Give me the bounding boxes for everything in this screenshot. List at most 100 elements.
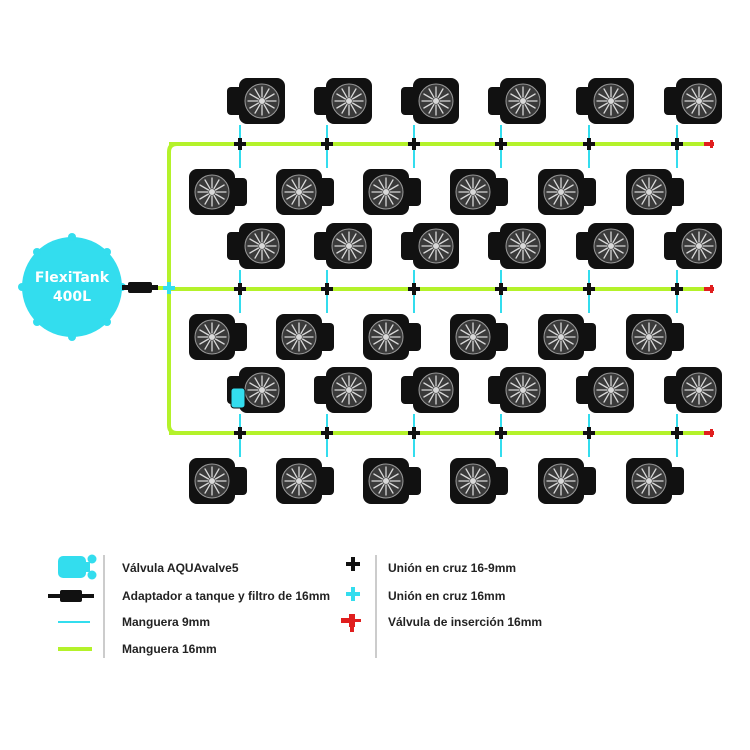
pot-hub (558, 334, 564, 340)
pot-vent (525, 93, 536, 100)
pot-hub (608, 98, 614, 104)
pot-vent (515, 103, 522, 114)
pot-vent (301, 184, 312, 191)
legend: Válvula AQUAvalve5 Adaptador a tanque y … (48, 554, 542, 658)
pot-vent (286, 482, 297, 489)
pot (664, 367, 722, 413)
pot-vent (474, 194, 481, 205)
pot (538, 169, 596, 215)
pot-vent (636, 193, 647, 200)
pot-vent (465, 339, 472, 350)
pot-vent (701, 247, 712, 254)
pot-vent (553, 468, 560, 479)
pot-vent (603, 233, 610, 244)
pot-vent (525, 102, 536, 109)
tank-adapter-filter-icon (48, 590, 94, 602)
pot-vent (213, 339, 220, 350)
pot-vent (378, 339, 385, 350)
pot (626, 458, 684, 504)
pot-vent (301, 473, 312, 480)
pot-vent (286, 473, 297, 480)
pot-vent (700, 377, 707, 388)
pots-layer (189, 78, 722, 504)
pot (401, 367, 459, 413)
cross-union-16-9 (499, 427, 503, 439)
pot-vent (204, 339, 211, 350)
pot-vent (515, 88, 522, 99)
pot-vent (641, 483, 648, 494)
pot-vent (437, 88, 444, 99)
pot-hub (433, 98, 439, 104)
pot-vent (351, 102, 362, 109)
pot-vent (264, 238, 275, 245)
pot-hub (259, 243, 265, 249)
pot-vent (199, 193, 210, 200)
pot-vent (465, 324, 472, 335)
pot-vent (598, 238, 609, 245)
pot-vent (460, 329, 471, 336)
pot-vent (474, 468, 481, 479)
pot-hub (470, 189, 476, 195)
pot-vent (213, 179, 220, 190)
pot-vent (351, 391, 362, 398)
pot-vent (563, 338, 574, 345)
cross-union-16-9 (325, 427, 329, 439)
pot-vent (510, 102, 521, 109)
pot-vent (254, 88, 261, 99)
pot-vent (214, 473, 225, 480)
tank-lug-2 (68, 333, 76, 341)
pot-vent (700, 88, 707, 99)
pot-vent (691, 88, 698, 99)
pot-hub (296, 334, 302, 340)
pot-vent (474, 179, 481, 190)
pot-vent (438, 382, 449, 389)
pot-vent (264, 102, 275, 109)
pot-vent (428, 248, 435, 259)
pot-hub (209, 478, 215, 484)
pot-vent (213, 324, 220, 335)
pot-vent (603, 377, 610, 388)
pot-vent (291, 324, 298, 335)
pot-vent (650, 324, 657, 335)
pot-vent (264, 247, 275, 254)
pot-vent (378, 324, 385, 335)
pot-vent (387, 324, 394, 335)
pot-vent (460, 338, 471, 345)
pot-vent (341, 377, 348, 388)
pot-hub (646, 478, 652, 484)
pot-vent (651, 338, 662, 345)
pot-vent (691, 377, 698, 388)
pot-vent (562, 194, 569, 205)
pot (576, 223, 634, 269)
pot-vent (636, 184, 647, 191)
pot-vent (525, 391, 536, 398)
pot-vent (700, 103, 707, 114)
pot (276, 314, 334, 360)
pot-vent (641, 179, 648, 190)
pot-vent (263, 392, 270, 403)
pot-vent (475, 338, 486, 345)
pot-vent (336, 93, 347, 100)
cross-union-16-9 (675, 427, 679, 439)
legend-label-aquavalve: Válvula AQUAvalve5 (122, 561, 239, 575)
cross-union-16-9 (675, 283, 679, 295)
pot-vent (563, 329, 574, 336)
insertion-valve (704, 431, 714, 435)
pot-vent (465, 483, 472, 494)
pot-hub (696, 387, 702, 393)
pot-vent (510, 247, 521, 254)
pot-vent (388, 193, 399, 200)
pot-vent (651, 473, 662, 480)
fittings-layer (163, 138, 714, 439)
pot (276, 169, 334, 215)
cross-union-16-9 (238, 427, 242, 439)
pot-hub (259, 98, 265, 104)
pot-vent (350, 88, 357, 99)
pot-vent (686, 238, 697, 245)
pot-hub (520, 98, 526, 104)
pot-vent (204, 324, 211, 335)
pot-vent (650, 194, 657, 205)
pot-vent (553, 483, 560, 494)
pot-vent (300, 324, 307, 335)
pot-vent (204, 179, 211, 190)
